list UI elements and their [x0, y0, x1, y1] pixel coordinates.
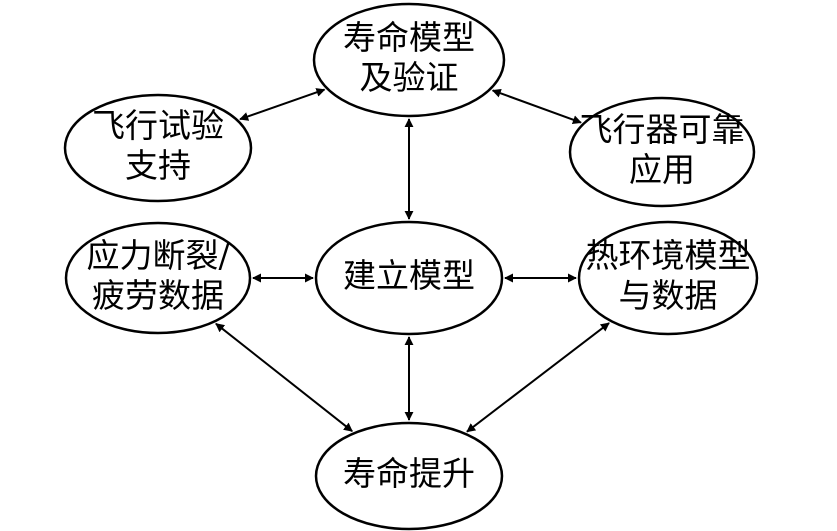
node-label: 应力断裂/: [86, 236, 230, 275]
node-life-improve: 寿命提升: [314, 421, 504, 531]
node-label: 飞行试验: [92, 106, 224, 145]
node-label: 疲劳数据: [92, 276, 224, 315]
arrow-stress_fatigue-life_improve: [215, 322, 353, 432]
node-ellipse: [312, 2, 506, 118]
nodes: 寿命模型及验证飞行试验支持飞行器可靠应用应力断裂/疲劳数据建立模型热环境模型与数…: [63, 2, 759, 531]
node-ellipse: [314, 220, 504, 336]
node-stress-fatigue: 应力断裂/疲劳数据: [64, 221, 252, 335]
node-build-model: 建立模型: [314, 220, 504, 336]
edges: [215, 88, 610, 433]
node-label: 及验证: [360, 58, 459, 97]
node-ellipse: [64, 221, 252, 335]
node-label: 与数据: [619, 276, 718, 315]
node-ellipse: [577, 220, 759, 336]
node-label: 寿命提升: [343, 454, 475, 493]
arrow-life_model-flight_test: [239, 88, 326, 121]
arrow-thermal_env-life_improve: [466, 322, 610, 433]
arrow-life_model-aircraft_reliability: [491, 88, 582, 124]
node-label: 飞行器可靠: [580, 110, 745, 149]
node-label: 建立模型: [343, 256, 475, 295]
node-label: 应用: [629, 150, 695, 189]
node-label: 热环境模型: [586, 236, 751, 275]
node-ellipse: [314, 421, 504, 531]
node-ellipse: [63, 93, 253, 203]
node-label: 寿命模型: [343, 18, 475, 57]
node-ellipse: [568, 96, 756, 208]
node-label: 支持: [125, 146, 191, 185]
